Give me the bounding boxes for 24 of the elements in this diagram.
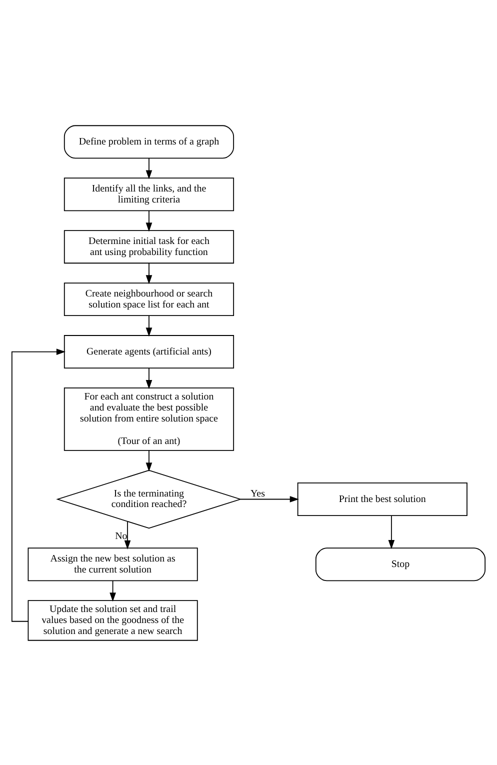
edge-label: Yes xyxy=(250,488,265,499)
arrow xyxy=(146,314,152,336)
arrow xyxy=(146,262,152,284)
node-box: Generate agents (artificial ants) xyxy=(64,334,234,368)
arrow xyxy=(146,367,152,389)
arrow xyxy=(110,580,116,602)
node-box: Update the solution set and trail values based on the goodness of the solution and generate a new search xyxy=(28,600,198,640)
node-diamond: Is the terminating condition reached? xyxy=(56,469,242,528)
arrow xyxy=(146,450,152,472)
node-box: For each ant construct a solution and evaluate the best possible solution from entire solution space (Tour of an ant) xyxy=(64,387,234,450)
node-box: Print the best solution xyxy=(297,482,468,516)
node-box: Define problem in terms of a graph xyxy=(64,124,234,158)
arrow xyxy=(146,157,152,179)
arrow xyxy=(388,514,395,549)
node-box: Create neighbourhood or search solution space list for each ant xyxy=(64,282,234,316)
arrow xyxy=(240,496,299,502)
edge-label: No xyxy=(115,530,128,542)
node-box: Determine initial task for each ant using probability function xyxy=(64,230,234,264)
node-box: Identify all the links, and the limiting criteria xyxy=(64,177,234,211)
node-box: Stop xyxy=(315,547,486,581)
node-box: Assign the new best solution as the current solution xyxy=(28,547,198,581)
arrow xyxy=(124,520,131,549)
arrow xyxy=(146,210,152,232)
arrow xyxy=(11,348,66,622)
